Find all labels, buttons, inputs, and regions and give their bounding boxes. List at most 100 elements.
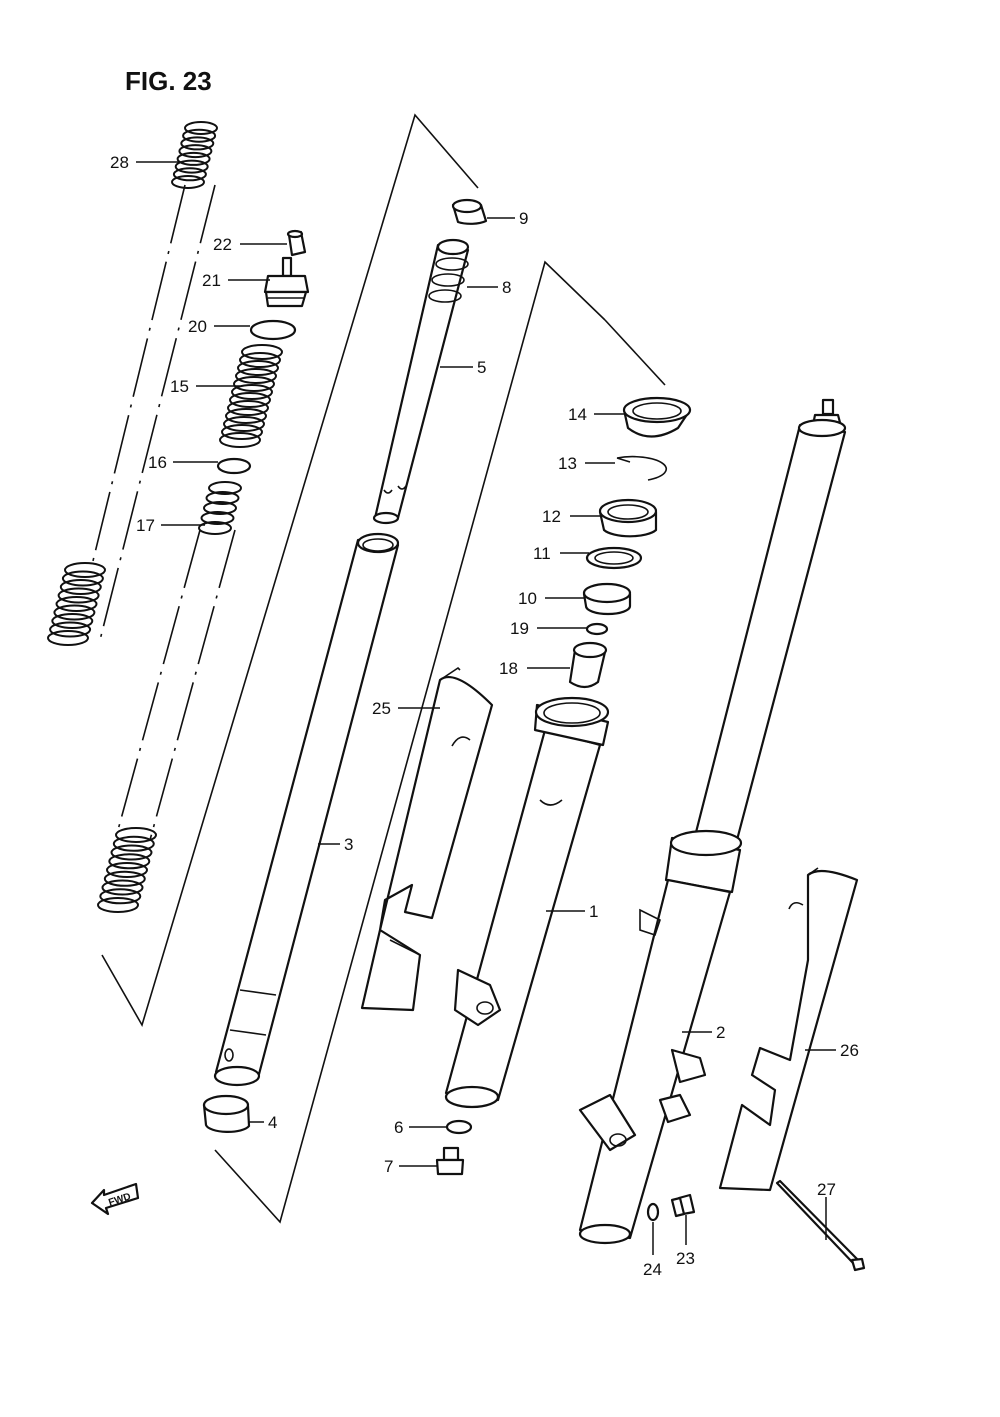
part-7-bolt (435, 1146, 465, 1176)
assembly-frame-left (101, 113, 666, 1224)
callout-labels: 28 22 21 20 15 16 17 9 8 5 3 4 25 1 6 7 … (110, 153, 859, 1279)
spring-coil (178, 144, 213, 159)
spring-coil (47, 630, 89, 646)
spring-coil (237, 360, 279, 376)
part-11-washer (585, 546, 643, 570)
part-25-fork-guard (360, 666, 494, 1012)
callout-20: 20 (188, 317, 207, 336)
callout-2: 2 (716, 1023, 725, 1042)
part-15-spring (219, 344, 283, 448)
callout-19: 19 (510, 619, 529, 638)
callout-18: 18 (499, 659, 518, 678)
callout-7: 7 (384, 1157, 393, 1176)
part-26-fork-guard (718, 867, 859, 1192)
spring-coil (241, 344, 283, 360)
callout-4: 4 (268, 1113, 277, 1132)
spring-coil (55, 596, 98, 612)
part-17-fork-spring (97, 481, 242, 913)
callout-26: 26 (840, 1041, 859, 1060)
part-4-bushing (202, 1094, 251, 1133)
spring-coil (198, 521, 232, 535)
spring-coil (110, 844, 153, 861)
spring-coil (184, 121, 218, 135)
spring-coil (227, 400, 269, 416)
part-5-damper-rod (372, 238, 470, 525)
part-20-o-ring (249, 319, 297, 341)
callout-13: 13 (558, 454, 577, 473)
part-23-bolt (670, 1193, 696, 1218)
callout-5: 5 (477, 358, 486, 377)
spring-coil (235, 368, 277, 384)
spring-coil (203, 501, 237, 515)
spring-coil (200, 511, 235, 525)
callout-9: 9 (519, 209, 528, 228)
spring-coil (233, 376, 275, 392)
spring-coil (172, 167, 207, 182)
spring-coil (108, 853, 151, 870)
spring-coil (174, 159, 209, 174)
callout-28: 28 (110, 153, 129, 172)
part-16-washer (216, 457, 252, 475)
part-8-piston-ring (428, 257, 469, 303)
spring-coil (57, 587, 100, 604)
spring-coil (229, 392, 271, 408)
part-27-cable-tie (775, 1179, 866, 1272)
callout-12: 12 (542, 507, 561, 526)
spring-coil (64, 562, 106, 578)
spring-coil (182, 128, 217, 143)
part-28-fork-spring-long (47, 121, 218, 646)
part-21-fork-cap-bolt (263, 256, 310, 308)
figure-title: FIG. 23 (125, 66, 212, 96)
spring-coil (225, 408, 267, 424)
spring-coil (59, 579, 102, 595)
spring-coil (176, 151, 211, 166)
part-3-inner-tube (213, 532, 400, 1087)
part-10-guide-bushing (582, 582, 632, 616)
part-9-ring (451, 198, 488, 225)
callout-27: 27 (817, 1180, 836, 1199)
part-1-outer-tube (444, 696, 610, 1109)
spring-coil (115, 827, 157, 843)
spring-coil (205, 491, 240, 505)
callout-15: 15 (170, 377, 189, 396)
callout-21: 21 (202, 271, 221, 290)
part-6-washer (445, 1119, 473, 1135)
spring-coil (219, 432, 261, 448)
callout-11: 11 (533, 544, 551, 563)
spring-coil (49, 621, 92, 638)
spring-coil (53, 604, 96, 621)
part-14-dust-seal (622, 396, 692, 438)
callout-3: 3 (344, 835, 353, 854)
callout-17: 17 (136, 516, 155, 535)
callout-1: 1 (589, 902, 598, 921)
callout-24: 24 (643, 1260, 662, 1279)
part-19-o-ring (585, 622, 609, 636)
callout-25: 25 (372, 699, 391, 718)
part-22-valve-cap (286, 229, 307, 257)
spring-coil (103, 870, 146, 887)
callout-8: 8 (502, 278, 511, 297)
spring-coil (221, 424, 263, 440)
spring-coil (99, 888, 142, 905)
spring-coil (61, 570, 104, 587)
callout-6: 6 (394, 1118, 403, 1137)
leader-lines (136, 161, 836, 1255)
callout-16: 16 (148, 453, 167, 472)
spring-coil (239, 352, 281, 368)
fwd-arrow-icon: FWD (90, 1182, 140, 1216)
part-24-washer (646, 1202, 660, 1222)
callout-14: 14 (568, 405, 587, 424)
spring-coil (208, 481, 242, 495)
spring-coil (231, 384, 273, 400)
spring-coil (106, 862, 148, 878)
spring-coil (97, 897, 139, 913)
part-2-fork-assembly (578, 398, 847, 1245)
callout-10: 10 (518, 589, 537, 608)
part-13-stopper-ring (616, 455, 668, 481)
spring-coil (112, 835, 155, 852)
spring-coil (101, 879, 144, 896)
callout-22: 22 (213, 235, 232, 254)
spring-coil (51, 613, 94, 629)
spring-coil (171, 175, 205, 189)
